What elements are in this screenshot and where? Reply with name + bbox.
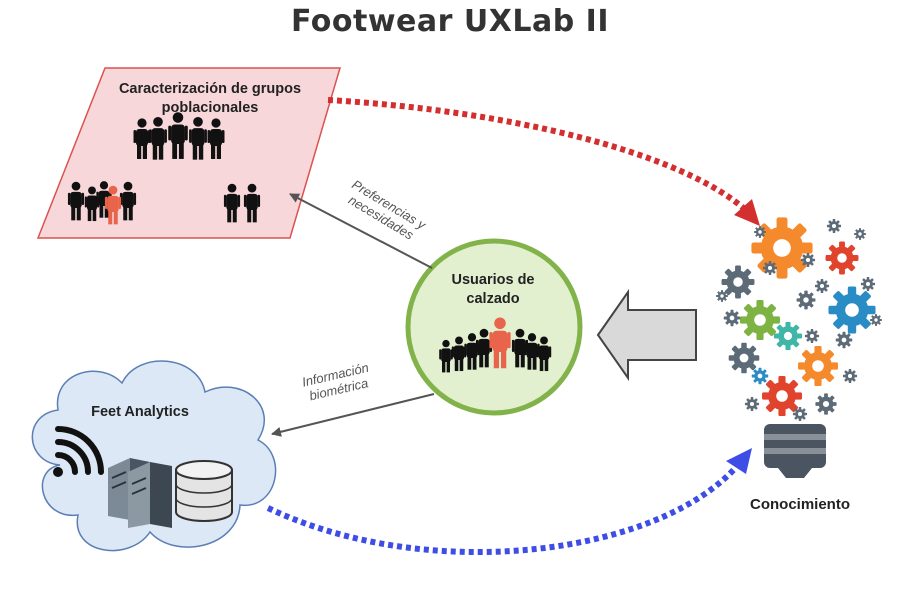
- person-icon: [511, 328, 529, 368]
- gear-icon: [870, 314, 882, 326]
- gear-icon: [835, 331, 853, 349]
- person-icon: [149, 117, 167, 160]
- gears-group: [716, 217, 882, 422]
- gear-icon: [814, 278, 830, 294]
- gear-icon: [716, 290, 728, 302]
- person-icon: [536, 336, 552, 372]
- person-icon: [168, 112, 188, 159]
- gear-icon: [773, 321, 803, 351]
- gear-icon: [728, 342, 760, 374]
- gear-icon: [754, 226, 766, 238]
- gear-icon: [842, 368, 858, 384]
- blue-arrowhead: [726, 448, 752, 474]
- gear-icon: [825, 241, 859, 275]
- knowledge-label: Conocimiento: [750, 496, 850, 513]
- lightbulb-icon: [760, 424, 830, 478]
- person-icon: [67, 181, 85, 221]
- gear-icon: [744, 396, 760, 412]
- person-icon: [524, 333, 540, 370]
- gear-icon: [762, 376, 802, 416]
- person-highlight-icon: [104, 185, 122, 225]
- gear-icon: [723, 309, 741, 327]
- population-node: [36, 67, 342, 239]
- gear-icon: [826, 218, 842, 234]
- gear-icon: [804, 328, 820, 344]
- gear-icon: [796, 290, 816, 310]
- red-dotted-arrow: [327, 97, 751, 215]
- arrow-left-icon: [596, 288, 697, 382]
- database-icon: [175, 460, 233, 522]
- gear-icon: [860, 276, 876, 292]
- users-label: Usuarios de calzado: [451, 272, 535, 307]
- gear-icon: [815, 393, 837, 415]
- preferences-arrow: [289, 193, 433, 269]
- gear-icon: [854, 228, 866, 240]
- gear-icon: [762, 260, 778, 276]
- person-icon: [243, 183, 261, 223]
- blue-dotted-arrow: [266, 463, 741, 555]
- feet-analytics-label: Feet Analytics: [91, 404, 189, 420]
- person-icon: [207, 118, 225, 159]
- biometric-arrow: [271, 393, 435, 437]
- gear-icon: [800, 252, 816, 268]
- person-icon: [439, 339, 453, 373]
- wifi-icon: [53, 426, 104, 477]
- gear-icon: [798, 346, 838, 386]
- person-icon: [189, 117, 207, 160]
- people-group: [67, 112, 552, 373]
- gear-icon: [740, 300, 780, 340]
- gear-icon: [792, 406, 808, 422]
- server-icon: [108, 458, 172, 528]
- person-icon: [133, 118, 151, 159]
- person-highlight-icon: [489, 317, 511, 369]
- gear-icon: [721, 265, 755, 299]
- person-icon: [119, 181, 137, 221]
- population-label: Caracterización de grupos poblacionales: [118, 81, 302, 116]
- gear-icon: [828, 286, 876, 334]
- gear-icon: [751, 367, 769, 385]
- users-node: [405, 238, 583, 416]
- diagram-title: Footwear UXLab II: [291, 4, 609, 39]
- red-arrowhead: [734, 199, 760, 226]
- person-icon: [223, 183, 241, 223]
